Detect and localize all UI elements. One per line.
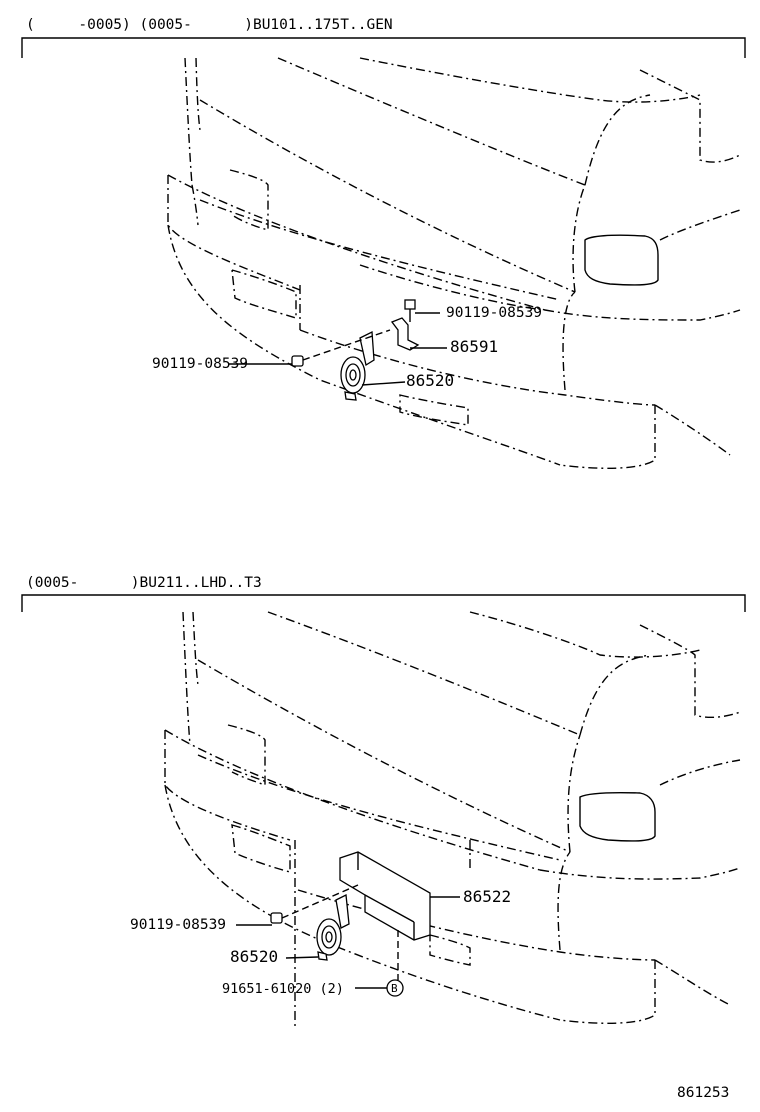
section-1-parts — [228, 299, 447, 401]
section-2-parts — [236, 851, 460, 997]
section-2-part-horn: 86520 — [230, 947, 279, 966]
section-2-frame — [21, 594, 746, 612]
section-1-part-horn: 86520 — [406, 371, 455, 390]
section-1-vehicle-outline — [167, 57, 741, 469]
illustration-id: 861253 — [677, 1085, 730, 1101]
section-1-applicability: ( -0005) (0005- )BU101..175T..GEN — [26, 17, 393, 33]
section-1-part-bolt-left: 90119-08539 — [152, 356, 249, 372]
section-2-applicability: (0005- )BU211..LHD..T3 — [26, 575, 262, 591]
section-2-vehicle-outline — [164, 611, 741, 1030]
section-2-part-bolt-left: 90119-08539 — [130, 917, 227, 933]
section-1-part-bolt-upper: 90119-08539 — [446, 305, 543, 321]
section-1-part-bracket: 86591 — [450, 337, 499, 356]
clip-symbol-letter: B — [391, 982, 398, 995]
section-2-part-bracket: 86522 — [463, 887, 512, 906]
section-1-frame — [21, 37, 746, 58]
section-2-part-clip: 91651-61020 (2) — [222, 981, 344, 997]
